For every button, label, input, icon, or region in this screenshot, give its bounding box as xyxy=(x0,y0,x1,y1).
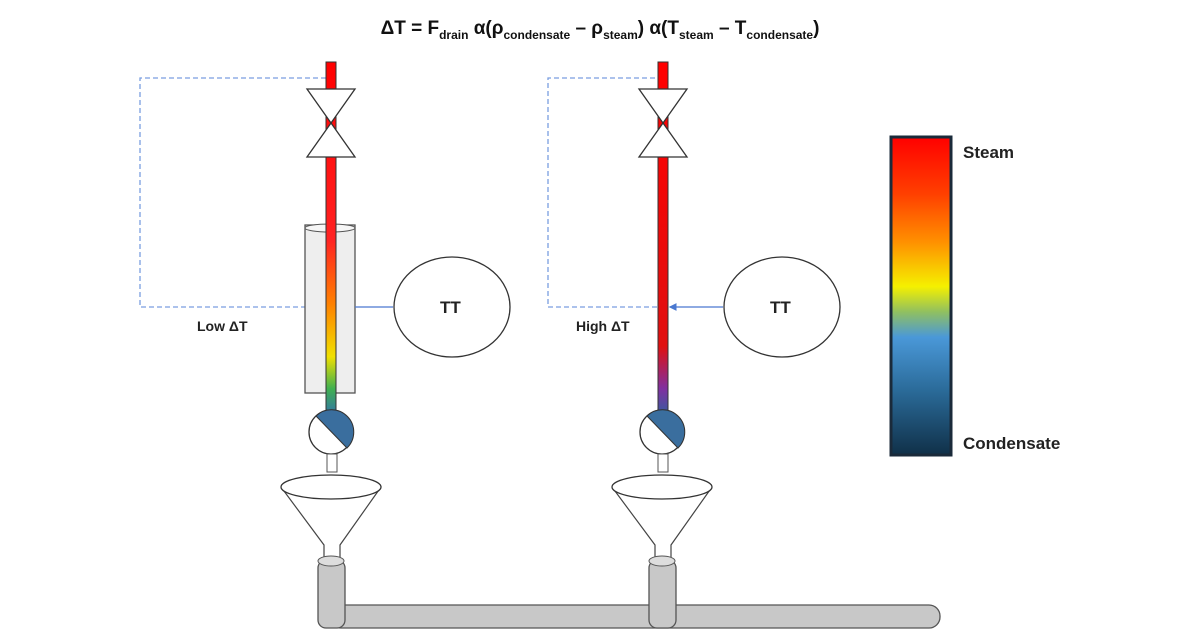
right-funnel xyxy=(611,474,713,561)
right-delta-label: High ΔT xyxy=(576,318,630,334)
right-ball-valve-icon xyxy=(639,409,686,455)
right-unit xyxy=(547,61,841,561)
steam-condensate-colorbar xyxy=(889,135,953,457)
right-tt-label: TT xyxy=(770,298,791,317)
left-ball-valve-icon xyxy=(308,409,355,455)
left-unit xyxy=(139,61,511,561)
left-funnel xyxy=(280,474,382,561)
left-valve-icon xyxy=(305,88,357,158)
left-tt-label: TT xyxy=(440,298,461,317)
left-delta-label: Low ΔT xyxy=(197,318,248,334)
legend-condensate-label: Condensate xyxy=(963,434,1061,453)
right-feedback-line xyxy=(547,77,660,308)
equation-title: ΔT = Fdrain α(ρcondensate – ρsteam) α(Ts… xyxy=(380,18,820,42)
left-tt-circle xyxy=(393,256,511,358)
drain-header xyxy=(317,555,941,629)
right-tt-circle xyxy=(723,256,841,358)
left-feedback-line xyxy=(139,77,326,308)
right-valve-icon xyxy=(637,88,689,158)
legend-steam-label: Steam xyxy=(963,143,1015,162)
